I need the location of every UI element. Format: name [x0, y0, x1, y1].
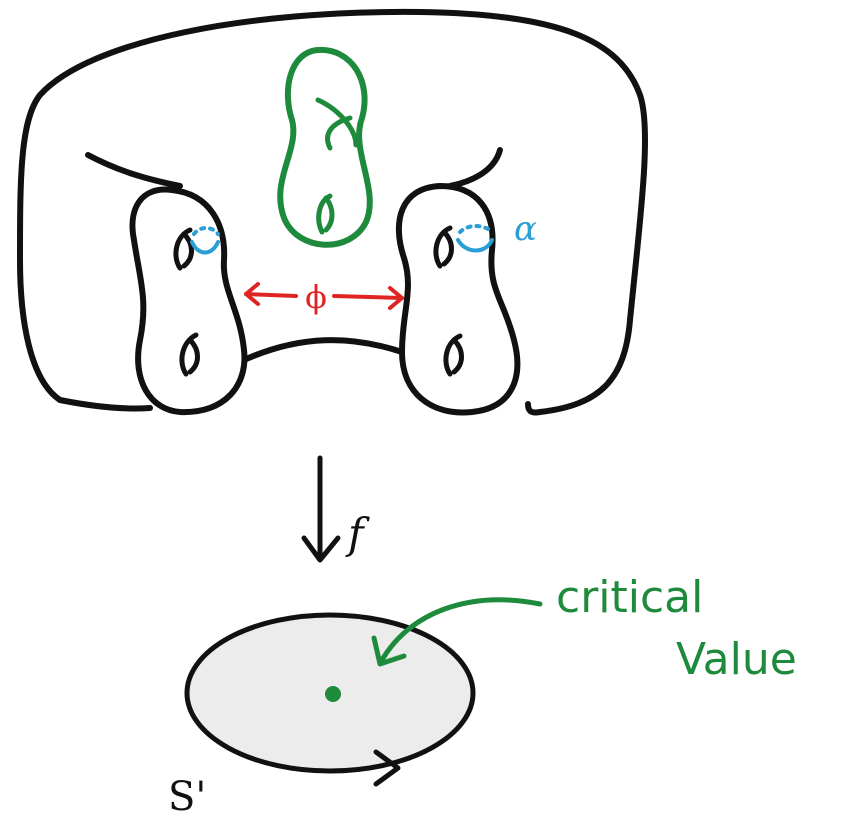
alpha-label: α	[514, 209, 537, 249]
critical-fiber-node-crossing	[318, 100, 356, 148]
down-arrow-icon	[304, 458, 338, 560]
right-handle	[399, 186, 517, 412]
surface-outline-left-bottom	[60, 400, 150, 409]
phi-label: ϕ	[305, 278, 327, 316]
inner-arch	[244, 340, 402, 360]
map-label: f	[345, 509, 370, 558]
left-handle	[133, 190, 245, 413]
circle-label: S'	[168, 774, 206, 818]
critical-label-line2: Value	[676, 634, 797, 685]
critical-value-point	[325, 686, 341, 702]
right-shoulder-curve	[450, 150, 500, 186]
critical-label-line1: critical	[556, 572, 703, 623]
critical-fiber-hole	[319, 196, 332, 232]
critical-fiber	[280, 50, 370, 245]
left-shoulder-curve	[88, 155, 180, 186]
